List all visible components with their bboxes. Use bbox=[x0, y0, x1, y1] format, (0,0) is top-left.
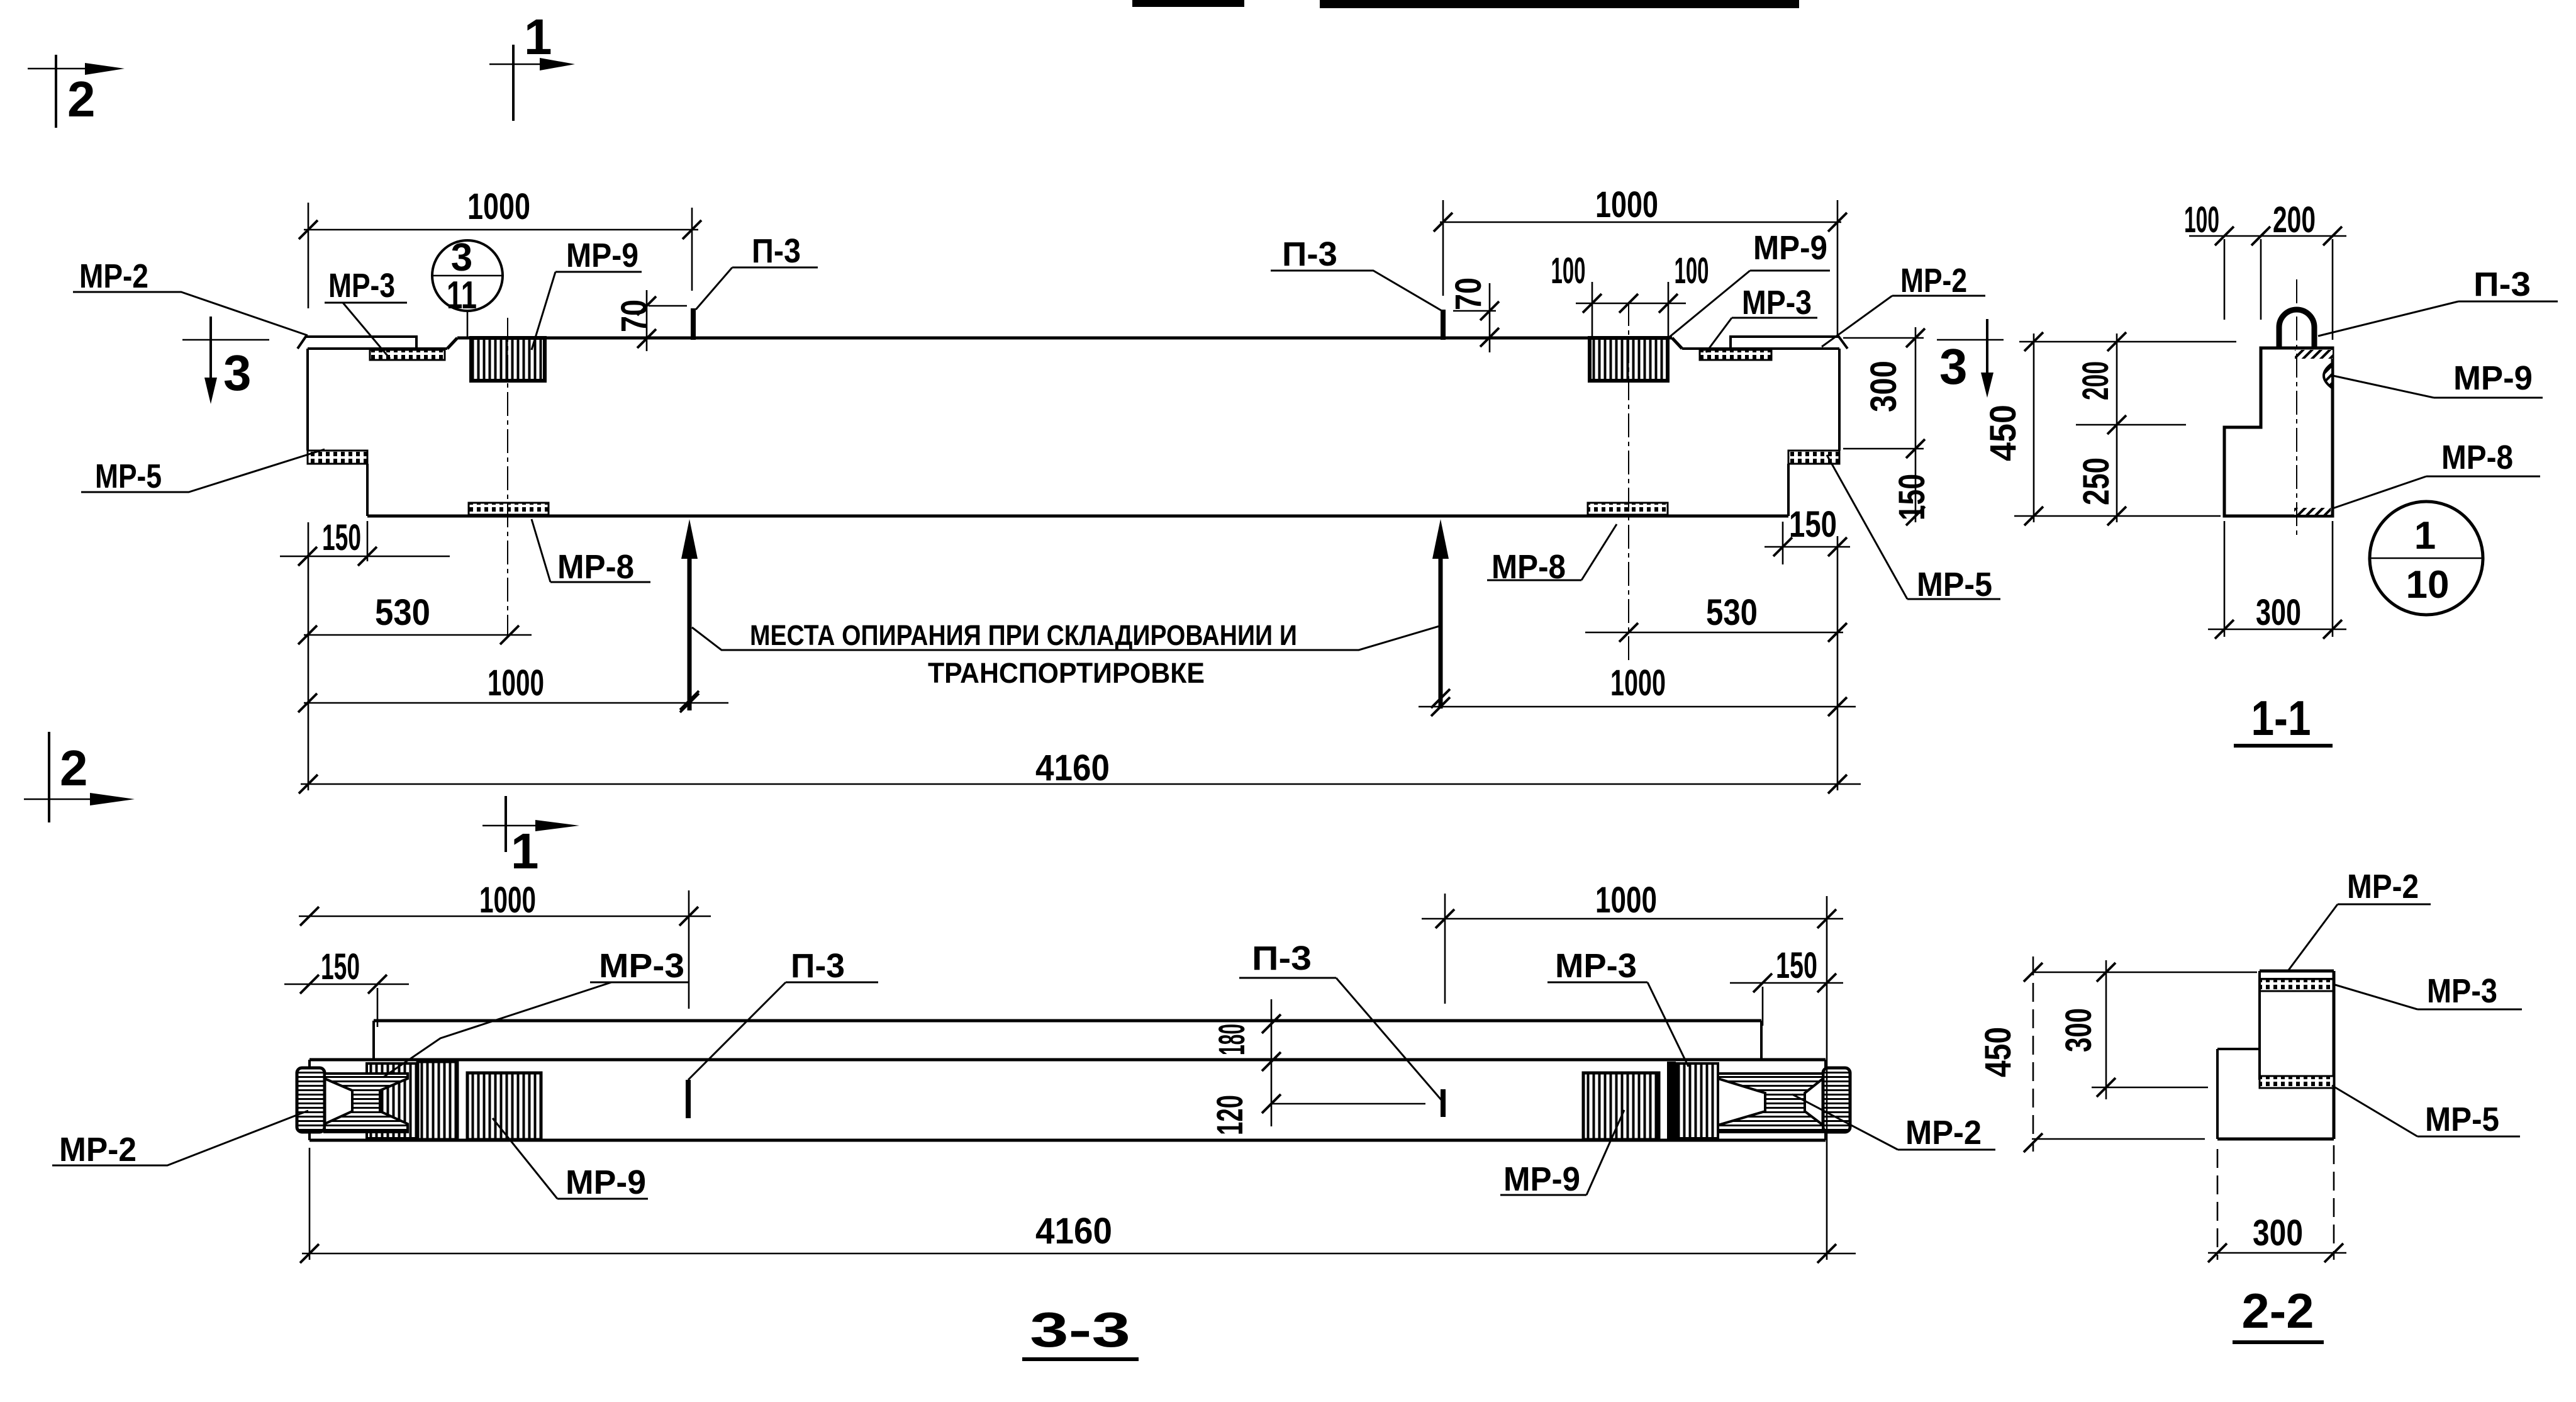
svg-text:150: 150 bbox=[1776, 945, 1817, 986]
svg-text:МР-3: МР-3 bbox=[1555, 947, 1637, 985]
svg-text:1: 1 bbox=[2414, 514, 2436, 558]
svg-text:300: 300 bbox=[2058, 1008, 2099, 1052]
svg-text:МР-2: МР-2 bbox=[59, 1131, 137, 1169]
svg-text:П-3: П-3 bbox=[1252, 939, 1312, 977]
svg-text:МР-2: МР-2 bbox=[79, 257, 148, 295]
svg-text:1: 1 bbox=[524, 9, 552, 65]
svg-text:1-1: 1-1 bbox=[2251, 690, 2311, 746]
svg-text:180: 180 bbox=[1212, 1024, 1252, 1055]
svg-text:МР-9: МР-9 bbox=[1753, 229, 1827, 267]
svg-text:150: 150 bbox=[322, 517, 361, 558]
svg-text:МР-5: МР-5 bbox=[2425, 1101, 2499, 1138]
svg-text:450: 450 bbox=[1983, 405, 2024, 461]
svg-text:70: 70 bbox=[614, 300, 655, 332]
svg-text:300: 300 bbox=[2256, 592, 2301, 633]
svg-text:МР-9: МР-9 bbox=[566, 237, 638, 274]
svg-text:МР-5: МР-5 bbox=[1917, 566, 1992, 603]
svg-text:100: 100 bbox=[1675, 250, 1709, 291]
svg-text:2-2: 2-2 bbox=[2242, 1283, 2314, 1338]
svg-text:МР-3: МР-3 bbox=[599, 947, 684, 985]
svg-text:МР-9: МР-9 bbox=[1503, 1160, 1580, 1198]
svg-text:530: 530 bbox=[375, 592, 430, 633]
svg-text:1000: 1000 bbox=[488, 663, 544, 704]
svg-text:МР-2: МР-2 bbox=[1905, 1114, 1982, 1152]
svg-text:250: 250 bbox=[2076, 457, 2117, 505]
svg-text:МР-2: МР-2 bbox=[1900, 262, 1967, 300]
svg-text:1000: 1000 bbox=[1610, 663, 1666, 704]
svg-text:П-3: П-3 bbox=[791, 947, 845, 985]
svg-text:300: 300 bbox=[1863, 361, 1904, 412]
svg-text:530: 530 bbox=[1706, 592, 1758, 633]
svg-text:МР-8: МР-8 bbox=[557, 548, 634, 586]
svg-text:3-3: 3-3 bbox=[1030, 1302, 1130, 1357]
svg-text:150: 150 bbox=[1892, 474, 1932, 520]
svg-text:МР-2: МР-2 bbox=[2347, 868, 2419, 906]
svg-text:120: 120 bbox=[1210, 1095, 1251, 1135]
svg-text:П-3: П-3 bbox=[752, 232, 801, 270]
svg-text:1: 1 bbox=[511, 823, 539, 879]
svg-text:1000: 1000 bbox=[479, 880, 536, 921]
svg-text:11: 11 bbox=[447, 274, 477, 317]
svg-text:2: 2 bbox=[60, 740, 88, 796]
svg-text:МР-8: МР-8 bbox=[2441, 439, 2513, 476]
svg-text:3: 3 bbox=[223, 345, 252, 401]
svg-text:10: 10 bbox=[2406, 563, 2450, 607]
svg-text:ТРАНСПОРТИРОВКЕ: ТРАНСПОРТИРОВКЕ bbox=[928, 657, 1205, 689]
svg-text:200: 200 bbox=[2273, 199, 2316, 240]
svg-text:4160: 4160 bbox=[1035, 1211, 1112, 1252]
svg-text:МР-3: МР-3 bbox=[1742, 284, 1812, 322]
svg-text:П-3: П-3 bbox=[1282, 235, 1337, 273]
svg-text:МР-3: МР-3 bbox=[2427, 972, 2497, 1010]
svg-text:1000: 1000 bbox=[1595, 880, 1657, 921]
svg-text:2: 2 bbox=[67, 71, 96, 127]
svg-text:3: 3 bbox=[451, 236, 472, 279]
svg-text:3: 3 bbox=[1939, 339, 1968, 395]
svg-text:70: 70 bbox=[1448, 278, 1489, 310]
svg-text:1000: 1000 bbox=[1595, 184, 1658, 225]
svg-text:МР-9: МР-9 bbox=[2453, 359, 2533, 397]
svg-text:П-3: П-3 bbox=[2473, 266, 2531, 303]
svg-text:200: 200 bbox=[2075, 361, 2116, 400]
svg-text:150: 150 bbox=[1789, 504, 1837, 545]
svg-text:1000: 1000 bbox=[467, 186, 530, 227]
svg-text:МЕСТА ОПИРАНИЯ ПРИ СКЛАДИРОВАН: МЕСТА ОПИРАНИЯ ПРИ СКЛАДИРОВАНИИ И bbox=[750, 619, 1297, 651]
svg-text:450: 450 bbox=[1978, 1027, 2019, 1077]
svg-text:МР-9: МР-9 bbox=[566, 1164, 646, 1201]
svg-text:300: 300 bbox=[2253, 1213, 2303, 1253]
svg-text:100: 100 bbox=[1551, 250, 1586, 291]
svg-text:МР-5: МР-5 bbox=[95, 457, 162, 495]
svg-text:100: 100 bbox=[2184, 199, 2219, 240]
svg-text:4160: 4160 bbox=[1035, 748, 1110, 788]
svg-text:МР-3: МР-3 bbox=[328, 267, 395, 305]
svg-text:150: 150 bbox=[321, 946, 360, 987]
